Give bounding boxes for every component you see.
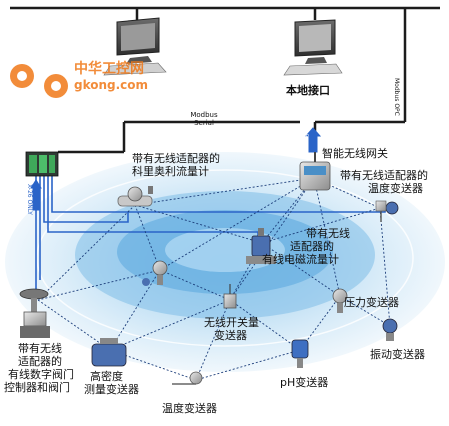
local-interface-label: 本地接口 — [286, 84, 330, 97]
magnetic-flowmeter-icon — [246, 228, 276, 264]
temperature-transmitter-bottom-label: 温度变送器 — [162, 402, 217, 415]
watermark-gear-icon — [10, 64, 68, 98]
magnetic-flowmeter-label-line-1: 带有无线 — [306, 227, 350, 240]
digital-valve-controller-icon — [19, 288, 50, 338]
coriolis-flowmeter-label: 带有无线适配器的 科里奥利流量计 — [132, 152, 220, 178]
x26-only-label-line-1: X-26 — [26, 184, 33, 198]
magnetic-flowmeter-label-line-3: 有线电磁流量计 — [262, 253, 339, 266]
density-transmitter-label-line-2: 测量变送器 — [84, 383, 139, 396]
modbus-opc-label: Modbus OPC — [393, 78, 400, 116]
digital-valve-controller-label-line-2: 适配器的 — [18, 355, 62, 368]
density-transmitter-icon — [91, 338, 127, 367]
digital-valve-controller-label-line-4: 控制器和阀门 — [4, 381, 70, 394]
coriolis-flowmeter-label-line-2: 科里奥利流量计 — [132, 165, 209, 178]
hart-data-label-line-1: HART — [302, 125, 309, 142]
modbus-opc-label-line-1: Modbus — [393, 78, 400, 102]
digital-valve-controller-label: 带有无线 适配器的 有线数字阀门 控制器和阀门 — [4, 342, 74, 394]
operator-workstation-icon — [103, 17, 167, 76]
ph-transmitter-label: pH变送器 — [280, 376, 329, 389]
coriolis-flowmeter-label-line-1: 带有无线适配器的 — [132, 152, 220, 165]
temperature-transmitter-top-label-line-2: 温度变送器 — [368, 182, 423, 195]
pressure-transmitter-label: 压力变送器 — [344, 296, 399, 309]
density-transmitter-label: 高密度 测量变送器 — [84, 370, 139, 396]
pressure-transmitter-left-icon — [142, 260, 168, 286]
modbus-serial-label: Modbus Serial — [184, 111, 224, 127]
magnetic-flowmeter-label-line-2: 适配器的 — [290, 240, 334, 253]
watermark-en-text: gkong.com — [74, 78, 149, 92]
digital-valve-controller-label-line-3: 有线数字阀门 — [8, 368, 74, 381]
remote-terminal-unit-icon — [25, 151, 59, 177]
wireless-switch-transmitter-icon — [223, 284, 237, 309]
smart-wireless-gateway-icon — [299, 152, 331, 191]
density-transmitter-label-line-1: 高密度 — [90, 370, 123, 383]
hart-data-label: HART DATA — [302, 125, 309, 158]
ph-transmitter-icon — [291, 339, 309, 368]
x26-only-label-line-2: ONLY — [26, 199, 33, 215]
modbus-serial-label-line-2: Serial — [194, 119, 214, 127]
digital-valve-controller-label-line-1: 带有无线 — [18, 342, 62, 355]
modbus-opc-label-line-2: OPC — [393, 103, 400, 116]
temperature-transmitter-top-label: 带有无线适配器的 温度变送器 — [340, 169, 428, 195]
wireless-switch-transmitter-label-line-1: 无线开关量 — [204, 316, 259, 329]
modbus-serial-label-line-1: Modbus — [190, 111, 218, 119]
pressure-transmitter-right-icon — [332, 288, 348, 313]
temperature-transmitter-bottom-icon — [172, 371, 203, 385]
data-arrows — [30, 127, 322, 211]
vibration-transmitter-icon — [382, 318, 398, 341]
vibration-transmitter-label: 振动变送器 — [370, 348, 425, 361]
coriolis-flowmeter-icon — [117, 186, 153, 207]
wireless-mesh-field — [5, 152, 445, 372]
local-interface-computer-icon — [283, 19, 343, 76]
smart-gateway-label: 智能无线网关 — [322, 147, 388, 160]
hart-data-label-line-2: DATA — [302, 142, 309, 159]
temperature-transmitter-top-icon — [375, 200, 399, 222]
magnetic-flowmeter-label: 带有无线 适配器的 有线电磁流量计 — [262, 227, 350, 266]
temperature-transmitter-top-label-line-1: 带有无线适配器的 — [340, 169, 428, 182]
watermark-cn-text: 中华工控网 — [74, 61, 144, 77]
wireless-switch-transmitter-label: 无线开关量 变送器 — [204, 316, 259, 342]
wireless-switch-transmitter-label-line-2: 变送器 — [214, 329, 247, 342]
x26-only-label: X-26 ONLY — [26, 184, 33, 215]
